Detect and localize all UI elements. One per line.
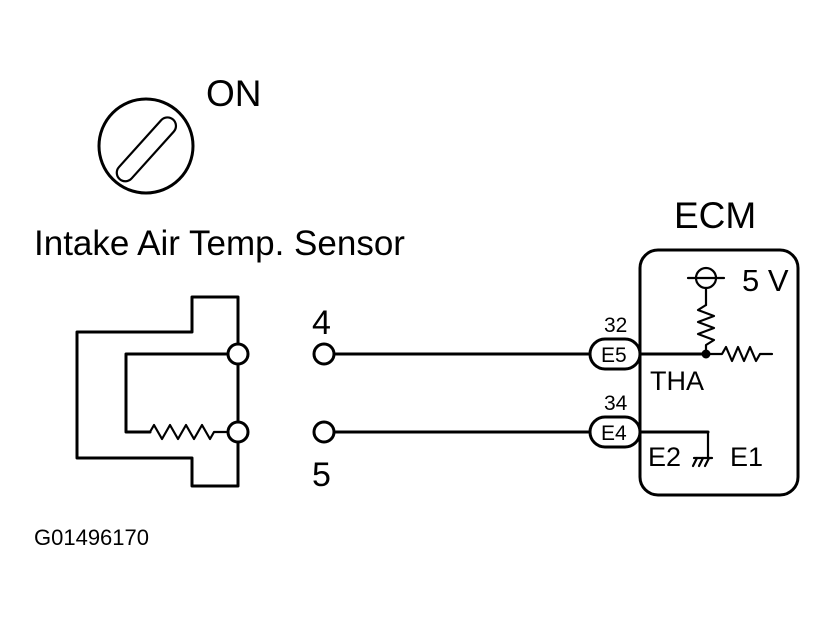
pullup-resistor-icon	[696, 303, 716, 356]
connector-e4-label: E4	[601, 422, 627, 445]
ecm-box	[638, 248, 800, 497]
pin-label-4: 4	[312, 304, 331, 342]
sensor-thermistor-icon	[148, 423, 240, 441]
sensor-title: Intake Air Temp. Sensor	[34, 224, 405, 263]
e1-ground-label: E1	[730, 442, 763, 472]
supply-5v-icon	[686, 266, 726, 307]
input-resistor-icon	[704, 345, 774, 363]
ignition-switch-icon	[97, 97, 195, 195]
harness-pin-5	[312, 420, 336, 444]
connector-pin-number-32: 32	[604, 314, 627, 337]
harness-pin-4	[312, 342, 336, 366]
tha-signal-label: THA	[650, 366, 704, 396]
ignition-state-label: ON	[206, 73, 262, 114]
supply-voltage-label: 5 V	[742, 263, 789, 298]
pin-label-5: 5	[312, 456, 331, 494]
ground-icon	[691, 456, 714, 468]
e2-ground-label: E2	[648, 442, 681, 472]
sensor-body	[75, 295, 250, 488]
sensor-pin-upper	[226, 342, 250, 366]
ecm-title: ECM	[674, 195, 756, 236]
connector-pin-number-34: 34	[604, 392, 628, 415]
sensor-pin-lower	[226, 420, 250, 444]
connector-e5-label: E5	[601, 344, 627, 367]
figure-id: G01496170	[34, 525, 149, 550]
